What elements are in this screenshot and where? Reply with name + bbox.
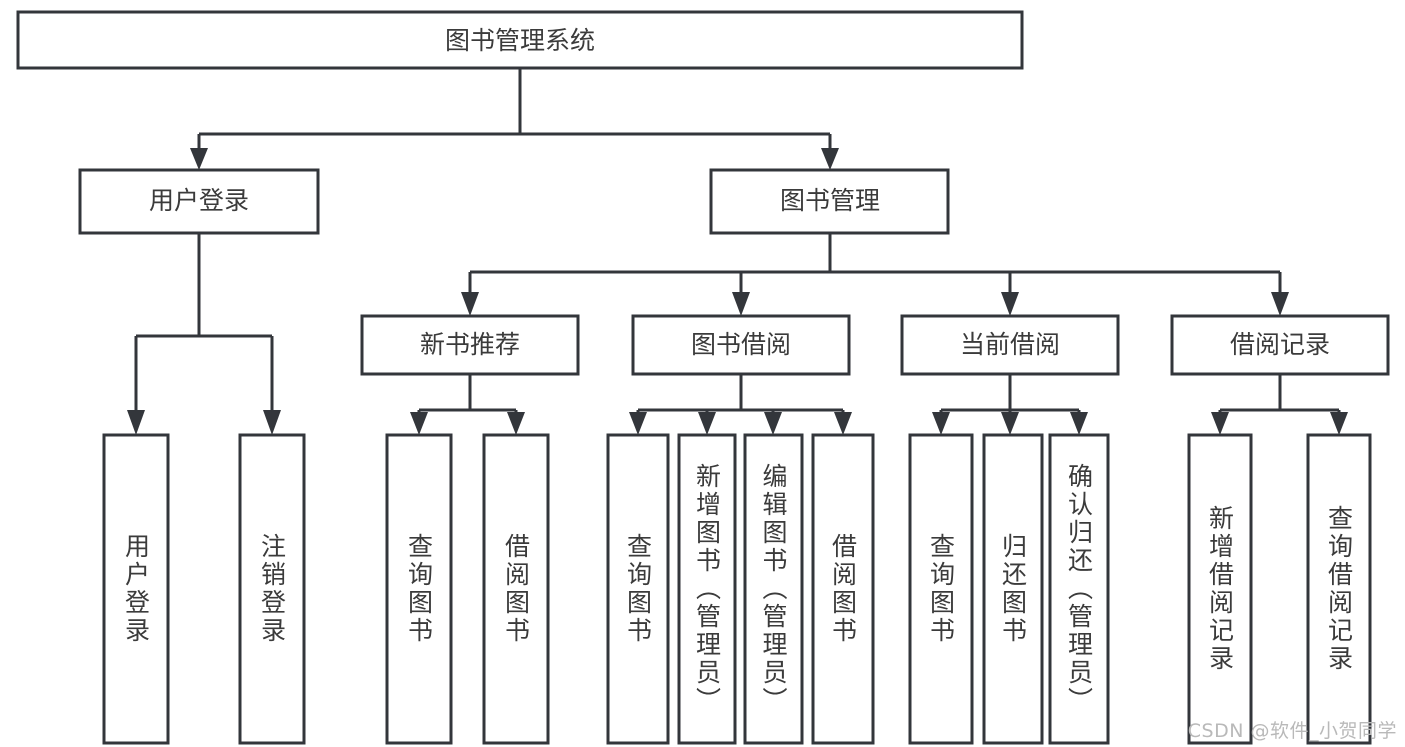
arrowhead-new-book-rec	[461, 292, 479, 316]
book-borrow-label: 图书借阅	[691, 330, 791, 359]
connector-root-to-level2	[190, 68, 839, 170]
leaf-box-query-book-1[interactable]	[385, 433, 453, 745]
arrowhead-to-user-login	[190, 148, 208, 170]
leaf-box-query-book-2[interactable]	[606, 433, 670, 745]
leaf-box-return-book[interactable]	[982, 433, 1044, 745]
leaf-box-add-record[interactable]	[1187, 433, 1253, 745]
arrowhead-borrow-record	[1271, 292, 1289, 316]
watermark: CSDN @软件_小贺同学	[1187, 720, 1397, 742]
current-borrow-box[interactable]	[900, 314, 1120, 376]
arrowhead-current-borrow	[1001, 292, 1019, 316]
new-book-rec-box[interactable]	[360, 314, 580, 376]
leaf-box-edit-book[interactable]	[743, 433, 804, 745]
user-login-box[interactable]	[78, 168, 320, 235]
node-user-login[interactable]: 用户登录	[78, 168, 320, 235]
leaf-box-logout-login[interactable]	[238, 433, 306, 745]
arrowhead-leaf-user-login	[127, 410, 145, 435]
leaf-box-confirm-return[interactable]	[1048, 433, 1110, 745]
leaf-box-add-book[interactable]	[677, 433, 737, 745]
leaf-boxes	[102, 433, 1372, 745]
node-borrow-record[interactable]: 借阅记录	[1170, 314, 1390, 376]
connector-book-manage-to-level3	[461, 233, 1289, 316]
leaf-box-user-login[interactable]	[102, 433, 170, 745]
current-borrow-label: 当前借阅	[960, 330, 1060, 359]
connector-current-borrow-to-leaves	[932, 374, 1088, 435]
node-book-manage[interactable]: 图书管理	[709, 168, 950, 235]
arrowhead-to-book-manage	[821, 148, 839, 170]
leaf-box-borrow-book-1[interactable]	[482, 433, 550, 745]
node-book-borrow[interactable]: 图书借阅	[631, 314, 851, 376]
borrow-record-label: 借阅记录	[1230, 330, 1330, 359]
user-login-label: 用户登录	[149, 186, 249, 215]
arrowhead-book-borrow	[732, 292, 750, 316]
new-book-rec-label: 新书推荐	[420, 330, 520, 359]
arrowhead-leaf-logout-login	[263, 410, 281, 435]
node-new-book-rec[interactable]: 新书推荐	[360, 314, 580, 376]
leaf-box-query-book-3[interactable]	[908, 433, 974, 745]
root-label: 图书管理系统	[445, 26, 595, 55]
connector-book-borrow-to-leaves	[629, 374, 852, 435]
node-root[interactable]: 图书管理系统	[16, 10, 1024, 70]
book-manage-label: 图书管理	[780, 186, 880, 215]
connector-user-login-to-leaves	[127, 233, 281, 435]
connector-borrow-record-to-leaves	[1211, 374, 1348, 435]
leaf-box-borrow-book-2[interactable]	[811, 433, 875, 745]
root-box[interactable]	[16, 10, 1024, 70]
connector-new-book-rec-to-leaves	[410, 374, 525, 435]
node-current-borrow[interactable]: 当前借阅	[900, 314, 1120, 376]
leaf-box-query-record[interactable]	[1306, 433, 1372, 745]
